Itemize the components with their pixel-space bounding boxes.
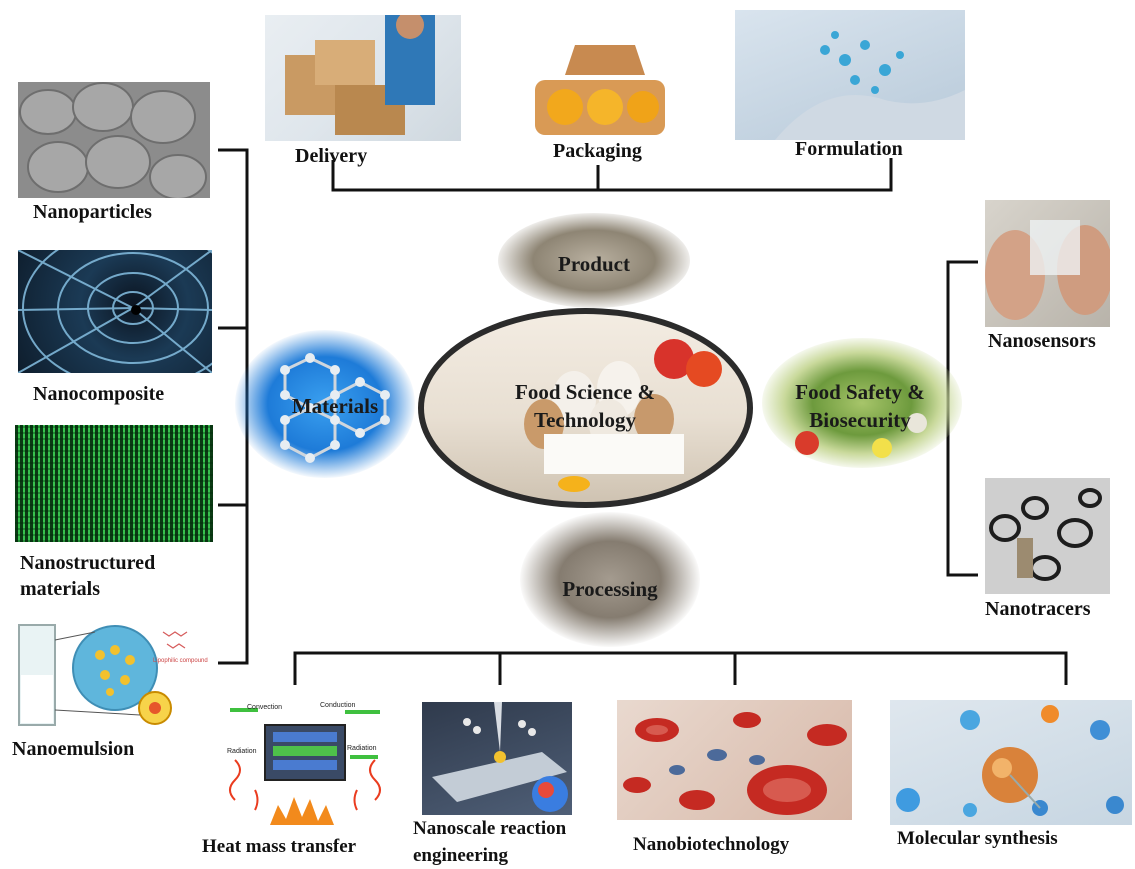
packaging-image bbox=[525, 25, 675, 140]
convection-caption: Convection bbox=[247, 704, 283, 711]
nanosensors-label: Nanosensors bbox=[988, 330, 1096, 352]
product-ellipse bbox=[498, 213, 690, 308]
reaction-engineering-image bbox=[422, 702, 572, 815]
processing-ellipse bbox=[520, 512, 700, 647]
safety-label-1: Food Safety & bbox=[795, 380, 925, 404]
processing-label: Processing bbox=[562, 577, 658, 601]
nanocomposite-label: Nanocomposite bbox=[33, 383, 165, 405]
nanotracers-image bbox=[985, 478, 1110, 594]
materials-ellipse bbox=[235, 330, 415, 478]
molecular-synthesis-image bbox=[890, 700, 1132, 825]
formulation-label: Formulation bbox=[795, 138, 903, 160]
conduction-caption: Conduction bbox=[320, 702, 356, 709]
nanobiotechnology-label: Nanobiotechnology bbox=[633, 834, 790, 855]
safety-ellipse bbox=[762, 338, 962, 468]
delivery-label: Delivery bbox=[295, 145, 368, 167]
center-ellipse bbox=[418, 308, 753, 508]
center-title-2: Technology bbox=[534, 408, 636, 432]
nanobiotechnology-image bbox=[617, 700, 852, 820]
safety-label-2: Biosecurity bbox=[809, 408, 911, 432]
reaction-engineering-label-1: Nanoscale reaction bbox=[413, 818, 567, 839]
materials-label: Materials bbox=[291, 394, 379, 418]
radiation-right-caption: Radiation bbox=[347, 745, 377, 752]
delivery-image bbox=[265, 15, 461, 141]
product-label: Product bbox=[558, 252, 630, 276]
heat-mass-transfer-image: Convection Conduction Radiation Radiatio… bbox=[225, 700, 387, 828]
nanostructured-label-2: materials bbox=[20, 578, 100, 600]
nanoemulsion-image: Lipophilic compound bbox=[15, 620, 210, 728]
nanoemulsion-label: Nanoemulsion bbox=[12, 738, 135, 760]
nanoparticles-label: Nanoparticles bbox=[33, 201, 152, 223]
nanoparticles-image bbox=[18, 82, 210, 198]
heat-mass-transfer-label: Heat mass transfer bbox=[202, 836, 357, 857]
nanostructured-image bbox=[15, 425, 213, 542]
packaging-label: Packaging bbox=[553, 140, 642, 162]
center-title-1: Food Science & bbox=[515, 380, 655, 404]
reaction-engineering-label-2: engineering bbox=[413, 845, 508, 866]
nanocomposite-image bbox=[18, 250, 212, 373]
radiation-left-caption: Radiation bbox=[227, 748, 257, 755]
nanostructured-label-1: Nanostructured bbox=[20, 552, 156, 574]
bottom-bracket bbox=[293, 651, 1068, 685]
formulation-image bbox=[735, 10, 965, 140]
nanotracers-label: Nanotracers bbox=[985, 598, 1091, 620]
top-bracket bbox=[331, 158, 893, 192]
molecular-synthesis-label: Molecular synthesis bbox=[897, 828, 1058, 849]
nanosensors-image bbox=[985, 200, 1110, 327]
lipophilic-caption: Lipophilic compound bbox=[153, 658, 208, 664]
